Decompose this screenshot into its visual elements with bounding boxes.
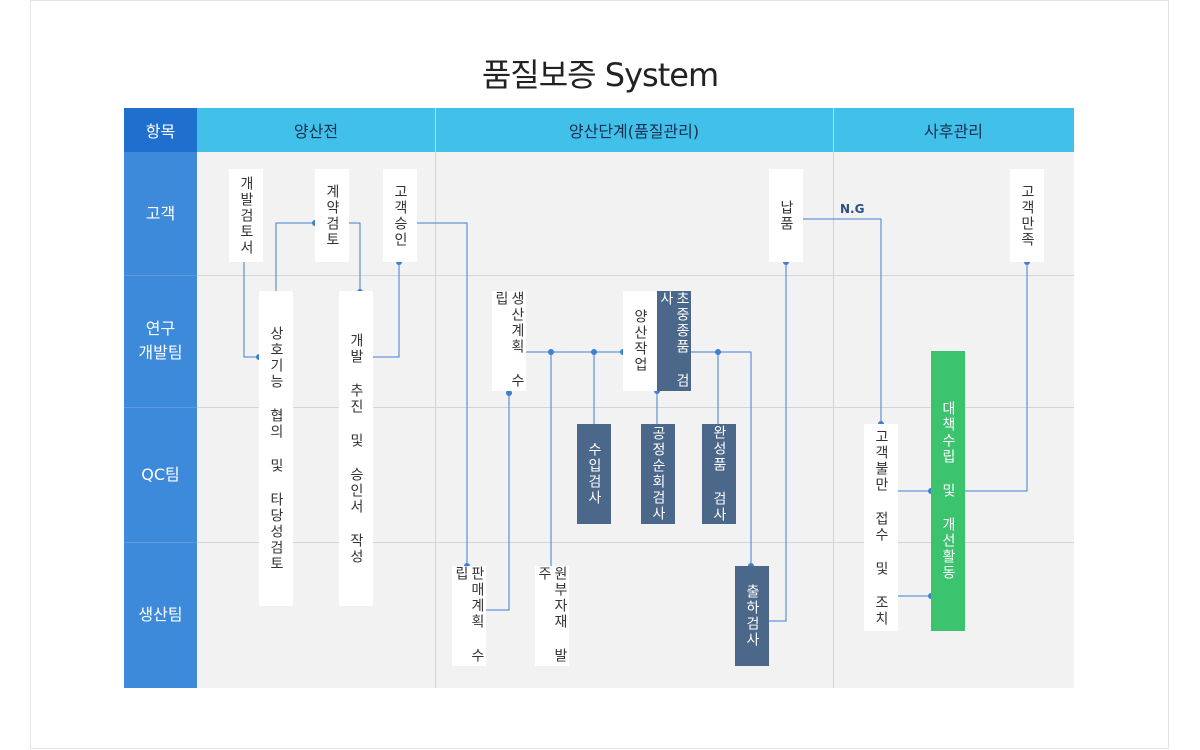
row-label-rnd: 연구 개발팀 [124, 275, 197, 407]
row-label-rnd-line2: 개발팀 [138, 343, 183, 362]
box-mutual-function-review: 상호기능 협의 및 타당성검토 [259, 291, 293, 606]
box-sales-plan-text: 판매계획 수립 [453, 566, 485, 664]
connector-line [691, 351, 752, 566]
box-first-mid-last-inspection-text: 초중종품 검사 [658, 291, 690, 389]
connector-line [965, 262, 1028, 492]
row-label-divider [124, 542, 197, 543]
header-item: 항목 [124, 108, 197, 152]
connector-dot [715, 349, 721, 355]
connector-line [769, 262, 787, 622]
row-label-rnd-line1: 연구 [145, 319, 176, 338]
box-production-plan-text: 생산계획 수립 [493, 291, 525, 389]
connector-line [417, 222, 468, 566]
box-complaint-handling-text: 고객불만 접수 및 조치 [873, 428, 889, 627]
header-phase-after-service: 사후관리 [924, 122, 983, 141]
header-bar [197, 108, 1074, 152]
box-contract-review-text: 계약검토 [324, 183, 340, 248]
box-shipping-inspection: 출하검사 [735, 566, 769, 666]
box-customer-approval: 고객승인 [383, 169, 417, 262]
row-label-divider [124, 275, 197, 276]
box-mutual-function-review-text: 상호기능 협의 및 타당성검토 [268, 325, 284, 572]
box-process-patrol-inspection: 공정순회검사 [641, 424, 675, 524]
row-label-divider [124, 407, 197, 408]
row-divider [197, 275, 1074, 276]
box-complaint-handling: 고객불만 접수 및 조치 [864, 424, 898, 631]
connector-dot [506, 390, 512, 396]
box-dev-review-doc: 개발검토서 [229, 169, 263, 262]
box-customer-approval-text: 고객승인 [392, 183, 408, 248]
connector-dot [548, 349, 554, 355]
header-phase-preproduction: 양산전 [293, 122, 339, 141]
page-title: 품질보증 System [481, 56, 719, 94]
column-divider [435, 108, 436, 688]
box-delivery-text: 납품 [778, 199, 794, 232]
box-shipping-inspection-text: 출하검사 [744, 584, 760, 648]
row-divider [197, 407, 1074, 408]
header-phase-mass-production: 양산단계(품질관리) [568, 122, 700, 141]
box-incoming-inspection-text: 수입검사 [586, 442, 602, 506]
row-label-production: 생산팀 [138, 605, 183, 624]
connector-line [803, 218, 882, 424]
row-label-customer: 고객 [145, 203, 176, 223]
box-dev-progress-approval: 개발 추진 및 승인서 작성 [339, 291, 373, 606]
box-countermeasure-text: 대책수립 및 개선활동 [940, 401, 956, 581]
box-countermeasure: 대책수립 및 개선활동 [931, 351, 965, 631]
connector-line [485, 393, 510, 611]
box-customer-satisfaction-text: 고객만족 [1019, 183, 1035, 248]
connector-line [243, 262, 259, 358]
connector-dot [591, 349, 597, 355]
box-sales-plan: 판매계획 수립 [452, 566, 486, 666]
box-first-mid-last-inspection: 초중종품 검사 [657, 291, 691, 391]
box-final-product-inspection-text: 완성품 검사 [711, 425, 727, 523]
box-delivery: 납품 [769, 169, 803, 262]
row-divider [197, 542, 1074, 543]
connector-line [275, 222, 315, 291]
box-dev-progress-approval-text: 개발 추진 및 승인서 작성 [348, 332, 364, 565]
row-label-qc: QC팀 [141, 464, 180, 484]
connector-line [349, 222, 361, 292]
box-mass-production: 양산작업 [623, 291, 657, 391]
row-label-column [124, 108, 197, 688]
connector-line [373, 262, 400, 358]
box-incoming-inspection: 수입검사 [577, 424, 611, 524]
box-customer-satisfaction: 고객만족 [1010, 169, 1044, 262]
box-process-patrol-inspection-text: 공정순회검사 [650, 426, 666, 522]
box-contract-review: 계약검토 [315, 169, 349, 262]
ng-label: N.G [840, 202, 865, 216]
box-raw-material-order: 원부자재 발주 [535, 566, 569, 666]
box-mass-production-text: 양산작업 [632, 309, 648, 373]
box-dev-review-doc-text: 개발검토서 [238, 175, 254, 256]
box-final-product-inspection: 완성품 검사 [702, 424, 736, 524]
box-raw-material-order-text: 원부자재 발주 [536, 566, 568, 664]
box-production-plan: 생산계획 수립 [492, 291, 526, 391]
column-divider [833, 108, 834, 688]
